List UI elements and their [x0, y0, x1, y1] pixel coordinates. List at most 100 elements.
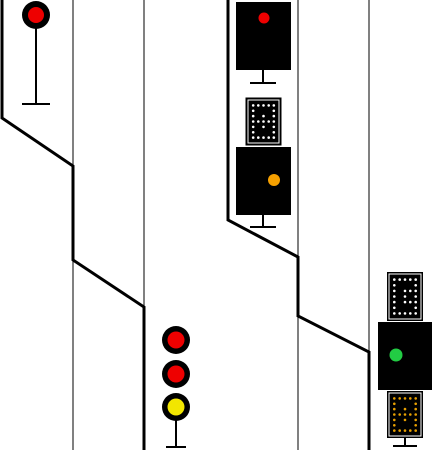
led-dot [251, 114, 255, 118]
led-dot [262, 136, 265, 139]
main-signal-upper [236, 2, 291, 84]
led-dot [267, 120, 271, 123]
led-dot [257, 120, 260, 123]
led-dot [414, 397, 418, 400]
led-dot [403, 289, 407, 293]
led-dot [262, 120, 265, 123]
led-dot [272, 136, 276, 139]
led-dot [393, 413, 396, 416]
signal-panel [378, 322, 432, 390]
led-dot [398, 397, 402, 400]
led-dot [393, 407, 396, 411]
amber-dotted-indicator [393, 397, 418, 432]
led-dot [403, 397, 407, 400]
white-dotted-indicator [251, 104, 276, 139]
led-dot [272, 104, 276, 107]
signal-panel [236, 2, 291, 70]
led-dot [398, 312, 402, 315]
led-dot [272, 114, 276, 118]
led-dot [398, 429, 402, 432]
led-dot [262, 125, 265, 129]
led-dot [251, 109, 255, 113]
led-dot [393, 295, 396, 298]
led-dot [272, 125, 276, 129]
led-dot [414, 402, 418, 406]
led-dot [257, 104, 260, 107]
led-dot [267, 136, 271, 139]
led-dot [403, 300, 407, 304]
led-dot [409, 289, 412, 293]
led-dot [251, 131, 255, 134]
main-signal-lower [236, 97, 291, 228]
led-dot [398, 278, 402, 281]
orange-lamp [268, 174, 280, 186]
main-signal-right [378, 272, 432, 447]
lane-lines [72, 0, 370, 450]
led-dot [414, 424, 418, 427]
track-left [0, 0, 146, 450]
red-lamp [258, 12, 270, 24]
led-dot [414, 413, 418, 416]
led-dot [414, 429, 418, 432]
led-dot [398, 413, 402, 416]
signal-panel [236, 147, 291, 215]
led-dot [403, 413, 407, 416]
led-dot [414, 407, 418, 411]
led-dot [403, 295, 407, 298]
led-dot [403, 418, 407, 422]
led-dot [393, 418, 396, 422]
led-dot [393, 289, 396, 293]
led-dot [251, 136, 255, 139]
led-dot [414, 295, 418, 298]
led-dot [272, 131, 276, 134]
led-dot [393, 284, 396, 287]
led-dot [393, 306, 396, 310]
led-dot [414, 300, 418, 304]
led-dot [409, 397, 412, 400]
red-lamp [167, 365, 185, 383]
led-dot [414, 284, 418, 287]
led-dot [393, 424, 396, 427]
led-dot [414, 278, 418, 281]
three-light-signal [162, 326, 190, 448]
green-lamp [389, 348, 403, 362]
track-right [226, 0, 371, 450]
led-dot [251, 104, 255, 107]
led-dot [403, 407, 407, 411]
dwarf-signal [22, 1, 50, 105]
led-dot [393, 300, 396, 304]
led-dot [409, 413, 412, 416]
led-dot [403, 278, 407, 281]
red-lamp [167, 331, 185, 349]
led-dot [414, 312, 418, 315]
led-dot [393, 312, 396, 315]
led-dot [409, 300, 412, 304]
led-dot [409, 429, 412, 432]
led-dot [409, 312, 412, 315]
led-dot [409, 278, 412, 281]
led-dot [257, 136, 260, 139]
indicator-border [388, 273, 422, 320]
indicator-border [247, 99, 280, 144]
track-paths [0, 0, 371, 450]
led-dot [393, 429, 396, 432]
indicator-border [388, 392, 422, 437]
red-lamp [28, 7, 44, 23]
led-dot [414, 289, 418, 293]
white-dotted-indicator [393, 278, 418, 315]
led-dot [251, 125, 255, 129]
led-dot [262, 114, 265, 118]
yellow-lamp [167, 398, 185, 416]
led-dot [393, 278, 396, 281]
led-dot [403, 312, 407, 315]
led-dot [272, 109, 276, 113]
led-dot [262, 104, 265, 107]
led-dot [403, 429, 407, 432]
led-dot [272, 120, 276, 123]
led-dot [414, 418, 418, 422]
led-dot [393, 397, 396, 400]
led-dot [251, 120, 255, 123]
led-dot [414, 306, 418, 310]
